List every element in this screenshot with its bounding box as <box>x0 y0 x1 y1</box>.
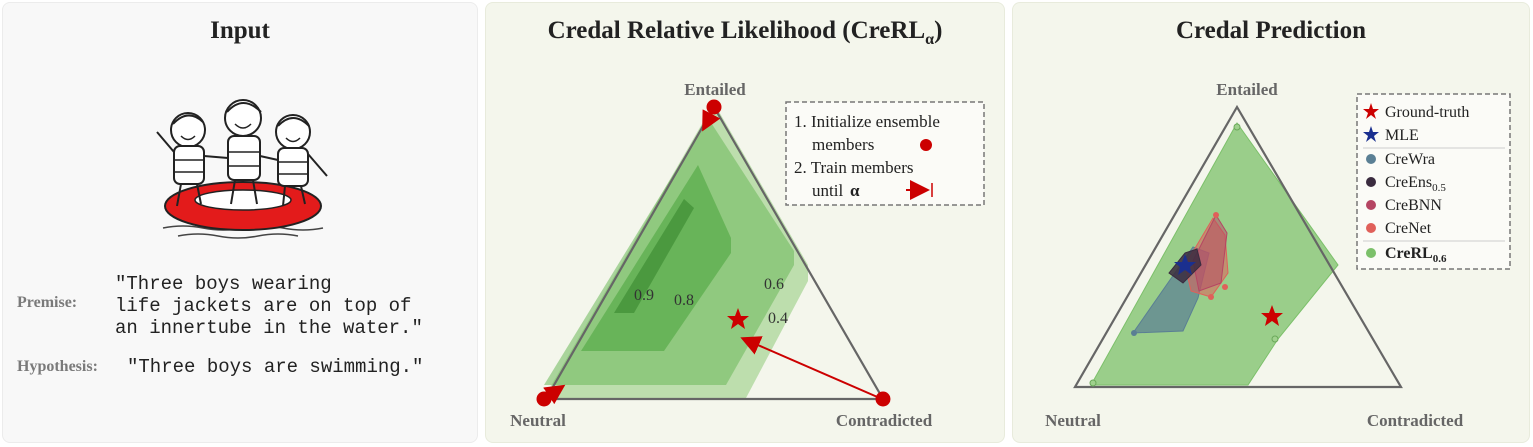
premise-line: "Three boys wearing <box>115 273 332 295</box>
ground-truth-star <box>1261 305 1283 326</box>
crerl-title-main: Credal Relative Likelihood (CreRL <box>547 17 926 44</box>
level-label-0.4: 0.4 <box>768 310 788 327</box>
crerl-title: Credal Relative Likelihood (CreRLα) <box>486 17 1004 49</box>
legend-step2-line2: until <box>812 181 843 200</box>
crerl-simplex: 0.9 0.8 0.6 0.4 Entailed Neutral Contrad… <box>510 80 985 430</box>
legend-alpha: α <box>850 181 860 200</box>
mle-star <box>1174 254 1196 275</box>
legend-ground-truth: Ground-truth <box>1385 104 1469 121</box>
legend-crenet-icon <box>1366 223 1376 233</box>
region-0.9 <box>614 199 694 313</box>
crewra-vertex-point <box>1131 330 1137 336</box>
vertex-neutral: Neutral <box>1045 411 1101 430</box>
legend-mle: MLE <box>1385 127 1419 144</box>
legend-creens: CreEns0.5 <box>1385 174 1446 194</box>
legend-crewra-icon <box>1366 154 1376 164</box>
level-label-0.9: 0.9 <box>634 287 654 304</box>
prediction-panel: Credal Prediction Entailed Neutral Contr… <box>1012 2 1530 443</box>
legend-member-dot <box>920 139 932 151</box>
legend-creens-sub: 0.5 <box>1432 182 1446 194</box>
crerl-title-close: ) <box>934 17 943 44</box>
legend-crewra: CreWra <box>1385 151 1435 168</box>
crenet-vertex-point <box>1222 284 1228 290</box>
vertex-contradicted: Contradicted <box>1367 411 1464 430</box>
ensemble-member-left <box>536 391 552 407</box>
vertex-entailed: Entailed <box>1216 80 1278 99</box>
input-panel: Input <box>2 2 478 443</box>
premise-label: Premise: <box>17 294 78 311</box>
legend-step2-line1: 2. Train members <box>794 158 913 177</box>
premise-line: an innertube in the water." <box>115 317 423 339</box>
legend-crerl-main: CreRL <box>1385 245 1433 262</box>
hypothesis-text: "Three boys are swimming." <box>127 356 424 378</box>
vertex-neutral: Neutral <box>510 411 566 430</box>
prediction-title: Credal Prediction <box>1175 17 1367 44</box>
legend-crebnn-icon <box>1366 200 1376 210</box>
premise-text: "Three boys wearing life jackets are on … <box>115 273 423 339</box>
vertex-contradicted: Contradicted <box>836 411 933 430</box>
input-title: Input <box>210 17 270 44</box>
ensemble-member-right <box>875 391 891 407</box>
premise-line: life jackets are on top of <box>115 295 412 317</box>
legend-ground-truth-icon <box>1363 103 1379 119</box>
simplex-triangle <box>1073 104 1403 389</box>
legend-step1-line1: 1. Initialize ensemble <box>794 112 940 131</box>
arrow-right <box>740 336 883 400</box>
crerl-vertex-point <box>1089 379 1097 387</box>
hypothesis-label: Hypothesis: <box>17 358 98 375</box>
boys-on-innertube-illustration <box>156 99 328 239</box>
legend-crerl-sub: 0.6 <box>1433 253 1447 265</box>
legend-mle-icon <box>1363 126 1379 142</box>
legend-crerl-icon <box>1366 248 1376 258</box>
legend-crebnn: CreBNN <box>1385 197 1442 214</box>
crerl-vertex-point <box>1233 123 1241 131</box>
prediction-legend-box <box>1356 93 1511 270</box>
crerl-vertex-point <box>1271 335 1279 343</box>
level-label-0.8: 0.8 <box>674 292 694 309</box>
legend-creens-icon <box>1366 177 1376 187</box>
simplex-triangle <box>544 104 885 401</box>
crerl-title-subscript: α <box>925 31 935 48</box>
legend-crenet: CreNet <box>1385 220 1432 237</box>
ensemble-member-top <box>706 99 722 115</box>
vertex-entailed: Entailed <box>684 80 746 99</box>
ground-truth-star <box>727 308 749 329</box>
crenet-vertex-point <box>1208 294 1214 300</box>
crenet-vertex-point <box>1213 212 1219 218</box>
crerl-legend-box <box>785 101 985 206</box>
level-label-0.6: 0.6 <box>764 276 784 293</box>
crerl-panel: Credal Relative Likelihood (CreRLα) 0.9 … <box>485 2 1005 443</box>
legend-creens-main: CreEns <box>1385 174 1432 191</box>
legend-step1-line2: members <box>812 135 874 154</box>
legend-crerl: CreRL0.6 <box>1385 245 1447 265</box>
prediction-simplex: Entailed Neutral Contradicted Ground-tru… <box>1045 80 1511 430</box>
